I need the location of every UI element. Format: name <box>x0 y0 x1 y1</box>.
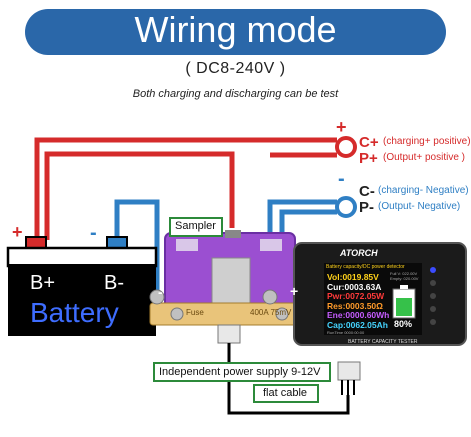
red-wire-sampler <box>44 151 235 240</box>
c-minus-desc: (charging- Negative) <box>378 185 469 196</box>
meter-reading-label: Pwr: <box>327 291 346 301</box>
meter-reading-label: Cur: <box>327 281 345 292</box>
meter-reading-value: 0003.50 <box>345 300 377 311</box>
meter-reading-row: Cur:0003.63A <box>327 282 381 292</box>
shunt-right-label: 400A 75mV <box>250 308 292 317</box>
meter-footer: BATTERY CAPACITY TESTER <box>348 339 418 345</box>
p-plus-label: P+ <box>359 150 378 167</box>
meter-reading-label: Ene: <box>327 310 346 320</box>
positive-wires <box>34 137 337 240</box>
flat-cable-label: flat cable <box>263 387 308 399</box>
meter-reading-value: 0003.63 <box>344 281 376 292</box>
p-minus-desc: (Output- Negative) <box>378 201 461 212</box>
meter-reading-row: Pwr:0072.05W <box>327 291 384 301</box>
meter-reading-row: Vol:0019.85V <box>327 272 379 282</box>
meter-battery-percent: 80% <box>394 319 413 329</box>
meter-reading-unit: W <box>376 291 385 301</box>
c-plus-label: C+ <box>359 134 379 151</box>
positive-sign: + <box>336 117 347 137</box>
battery-graphic <box>6 236 158 336</box>
meter-reading-label: Vol: <box>327 272 343 282</box>
meter-reading-unit: Wh <box>376 310 390 320</box>
c-minus-label: C- <box>359 183 375 200</box>
title-banner <box>25 9 446 55</box>
negative-ring-terminal <box>335 196 357 218</box>
meter-reading-row: Res:0003.50Ω <box>327 301 383 311</box>
sampler-board <box>149 230 313 344</box>
meter-reading-label: Res: <box>327 300 346 311</box>
meter-small-info-2: Empty: 020.00V <box>390 276 419 281</box>
positive-ring-terminal <box>335 136 357 158</box>
c-plus-desc: (charging+ positive) <box>383 136 471 147</box>
p-plus-desc: (Output+ positive ) <box>383 152 465 163</box>
meter-small-info-1: Full V: 022.00V <box>390 271 418 276</box>
label-boxes <box>153 217 331 403</box>
battery-plus-label: B+ <box>30 272 56 294</box>
sampler-pos-terminal <box>262 289 278 305</box>
meter-brand: ATORCH <box>340 248 378 258</box>
meter-runtime: RunTime 0000:00:00 <box>327 330 365 335</box>
meter-reading-value: 0062.05 <box>345 319 377 330</box>
meter-reading-unit: Ω <box>376 300 383 311</box>
battery-name: Battery <box>30 297 119 328</box>
meter-reading-unit: A <box>375 281 382 292</box>
sampler-minus-sign: - <box>158 284 163 300</box>
shunt-left-label: Fuse <box>186 308 204 317</box>
battery-minus-sign: - <box>90 222 97 244</box>
p-minus-label: P- <box>359 199 374 216</box>
negative-sign: - <box>338 168 345 190</box>
meter-reading-unit: V <box>373 272 379 282</box>
battery-minus-label: B- <box>104 272 124 294</box>
meter-reading-value: 0072.05 <box>345 291 377 301</box>
battery-plus-sign: + <box>12 222 23 242</box>
sampler-connector <box>217 324 241 344</box>
caption: Both charging and discharging can be tes… <box>132 88 339 100</box>
meter-battery-fill <box>396 298 412 316</box>
meter-reading-row: Cap:0062.05Ah <box>327 320 388 330</box>
meter-reading-value: 0000.60 <box>345 310 377 320</box>
sampler-plus-sign: + <box>290 283 299 299</box>
meter-reading-unit: Ah <box>376 319 388 330</box>
battery-body <box>8 264 156 336</box>
power-supply-label: Independent power supply 9-12V <box>159 366 321 378</box>
meter-reading-value: 0019.85 <box>342 272 374 282</box>
meter-header: Battery capacity/DC power detector <box>326 264 405 270</box>
page-title: Wiring mode <box>134 9 337 50</box>
sampler-neg-terminal <box>149 289 165 305</box>
meter-reading-label: Cap: <box>327 319 346 330</box>
meter-connector <box>337 361 361 395</box>
meter-unit <box>293 242 467 346</box>
meter-reading-row: Ene:0000.60Wh <box>327 310 389 320</box>
red-wire-battery <box>34 137 337 240</box>
sampler-label: Sampler <box>175 220 216 232</box>
voltage-range: ( DC8-240V ) <box>185 60 286 77</box>
